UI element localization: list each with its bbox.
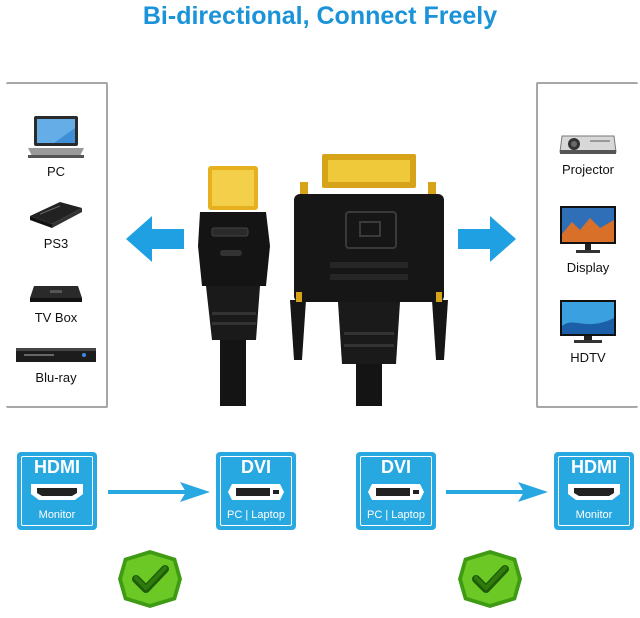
dvi-port-icon	[368, 484, 424, 500]
target-devices-panel: Projector Display HDTV	[536, 82, 638, 408]
bluray-player-icon	[16, 348, 96, 362]
flow-arrow-icon	[108, 482, 210, 502]
dvi-pc-laptop-box: DVI PC | Laptop	[216, 452, 296, 530]
hdmi-monitor-box: HDMI Monitor	[17, 452, 97, 530]
laptop-icon	[28, 116, 84, 158]
flow-arrow-icon	[446, 482, 548, 502]
device-hdtv: HDTV	[538, 298, 638, 365]
port-title: DVI	[240, 457, 271, 477]
page-title: Bi-directional, Connect Freely	[142, 2, 498, 30]
arrow-left-icon	[126, 216, 184, 262]
port-title: HDMI	[34, 457, 80, 477]
arrow-right-icon	[458, 216, 516, 262]
port-subtitle: PC | Laptop	[227, 509, 285, 521]
projector-icon	[559, 135, 617, 154]
source-devices-panel: PC PS3 TV Box Blu-ray	[6, 82, 108, 408]
device-projector: Projector	[538, 128, 638, 177]
device-label: Display	[566, 260, 610, 275]
device-label: Projector	[561, 162, 615, 177]
port-title: HDMI	[571, 457, 617, 477]
device-ps3: PS3	[6, 196, 106, 251]
hdmi-monitor-box-2: HDMI Monitor	[554, 452, 634, 530]
device-tv-box: TV Box	[6, 278, 106, 325]
hdmi-port-icon	[568, 484, 620, 500]
device-display: Display	[538, 204, 638, 275]
device-label: Blu-ray	[35, 370, 77, 385]
device-label: PC	[46, 164, 66, 179]
game-console-icon	[30, 202, 82, 228]
device-label: HDTV	[570, 350, 606, 365]
port-subtitle: PC | Laptop	[367, 509, 425, 521]
device-bluray: Blu-ray	[6, 344, 106, 385]
tv-box-icon	[30, 286, 82, 302]
port-subtitle: Monitor	[575, 509, 613, 521]
dvi-pc-laptop-box-2: DVI PC | Laptop	[356, 452, 436, 530]
device-label: PS3	[43, 236, 69, 251]
dvi-port-icon	[228, 484, 284, 500]
port-subtitle: Monitor	[38, 509, 76, 521]
hdmi-dvi-cable-illustration	[198, 154, 448, 406]
check-icon	[118, 550, 182, 608]
device-pc: PC	[6, 112, 106, 179]
display-icon	[560, 206, 616, 253]
device-label: TV Box	[34, 310, 78, 325]
hdtv-icon	[560, 300, 616, 343]
port-title: DVI	[380, 457, 411, 477]
hdmi-port-icon	[31, 484, 83, 500]
check-icon	[458, 550, 522, 608]
